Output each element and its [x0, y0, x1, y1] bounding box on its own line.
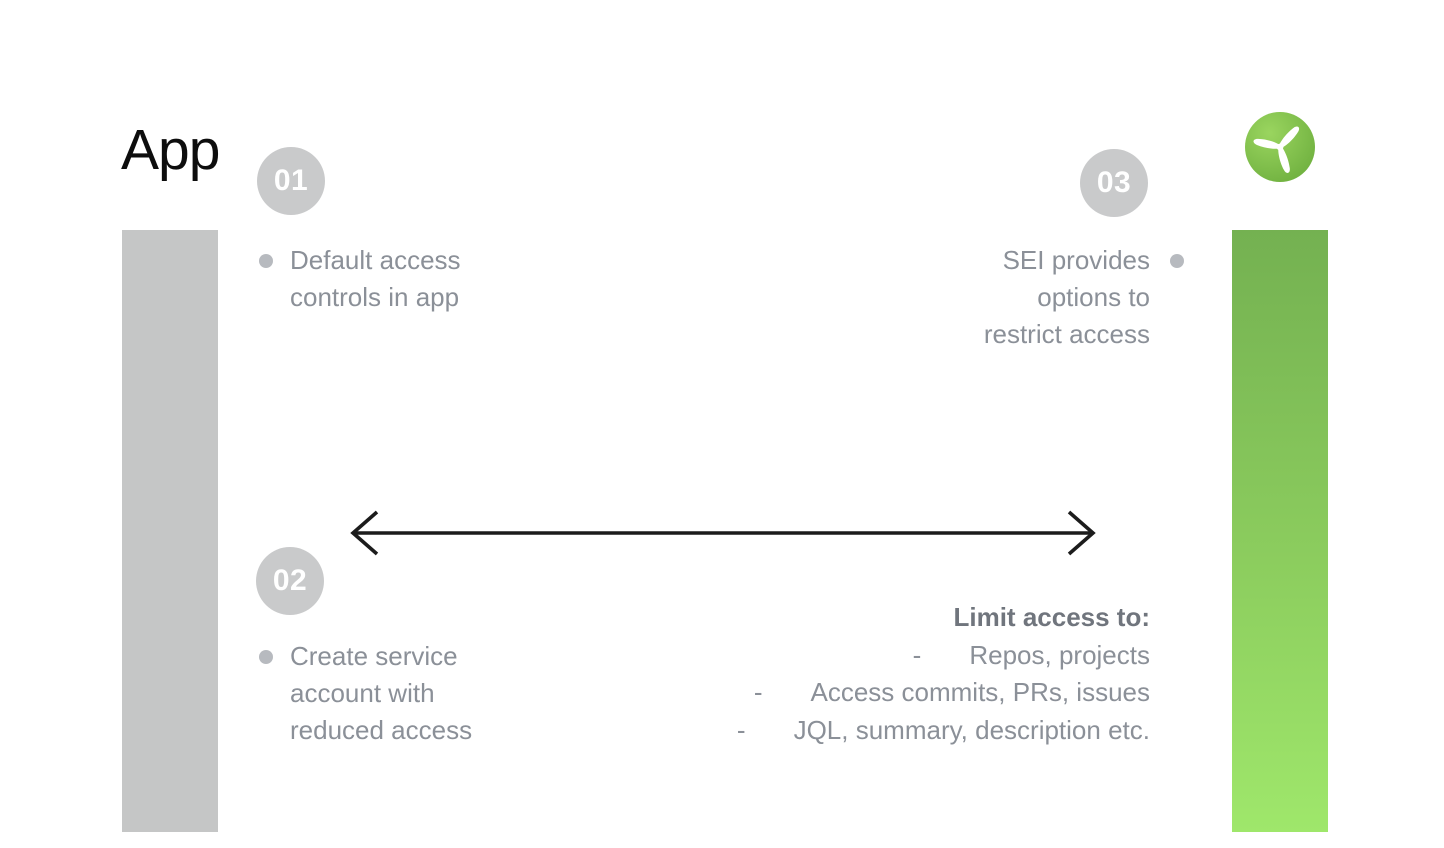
- dash-bullet: -: [753, 677, 763, 707]
- limit-access-list: Limit access to: - Repos, projects - Acc…: [737, 599, 1150, 749]
- step1-line1: Default access: [290, 245, 461, 275]
- limit-item-text: JQL, summary, description etc.: [793, 714, 1150, 745]
- double-headed-arrow-icon: [350, 510, 1096, 556]
- limit-item-repos: - Repos, projects: [737, 637, 1150, 675]
- bullet-dot-step1: [259, 254, 273, 268]
- step2-description: Create service account with reduced acce…: [290, 638, 472, 749]
- propeller-logo: [1245, 112, 1315, 182]
- bullet-dot-step2: [259, 650, 273, 664]
- dash-bullet: -: [736, 714, 746, 745]
- step2-line1: Create service: [290, 641, 458, 671]
- app-gray-bar: [122, 230, 218, 832]
- bullet-dot-step3: [1170, 254, 1184, 268]
- limit-item-text: Access commits, PRs, issues: [810, 677, 1150, 707]
- dash-bullet: -: [912, 639, 922, 670]
- step3-line1: SEI provides: [1002, 245, 1150, 275]
- step3-description: SEI provides options to restrict access: [984, 242, 1150, 353]
- step2-line2: account with: [290, 678, 435, 708]
- step1-line2: controls in app: [290, 282, 460, 312]
- double-arrow: [343, 509, 1103, 557]
- step2-line3: reduced access: [290, 715, 473, 745]
- step3-line3: restrict access: [983, 319, 1150, 349]
- step-number-01: 01: [257, 147, 325, 215]
- step-number-02: 02: [256, 547, 324, 615]
- propeller-icon: [1245, 112, 1315, 182]
- limit-item-jql: - JQL, summary, description etc.: [737, 712, 1150, 750]
- step3-line2: options to: [1037, 282, 1150, 312]
- limit-item-commits: - Access commits, PRs, issues: [737, 674, 1150, 712]
- step-number-03: 03: [1080, 149, 1148, 217]
- sei-green-bar: [1232, 230, 1328, 832]
- limit-access-heading: Limit access to:: [953, 602, 1150, 632]
- page-title: App: [121, 118, 220, 182]
- step1-description: Default access controls in app: [290, 242, 461, 316]
- limit-item-text: Repos, projects: [969, 639, 1150, 670]
